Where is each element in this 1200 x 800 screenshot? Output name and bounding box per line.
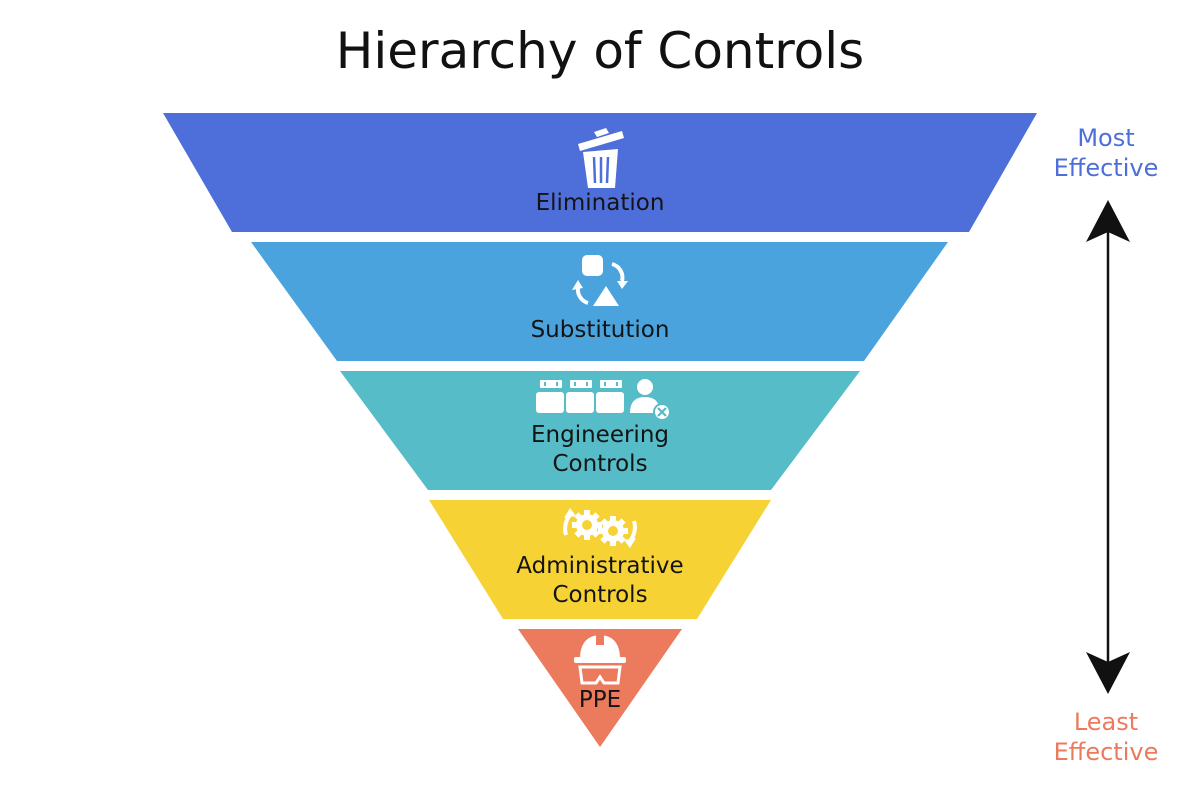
least-effective-label: Least Effective xyxy=(1053,708,1159,766)
hard-hat-goggles-icon xyxy=(574,635,626,685)
level-label-administrative: Administrative Controls xyxy=(516,553,684,608)
diagram-title: Hierarchy of Controls xyxy=(335,22,865,80)
most-effective-label: Most Effective xyxy=(1053,124,1159,182)
level-band-engineering xyxy=(340,371,860,490)
engineering-icon xyxy=(536,379,671,421)
level-band-ppe xyxy=(518,629,682,747)
trash-can-icon xyxy=(578,128,624,188)
gears-icon xyxy=(563,508,637,548)
level-label-engineering: Engineering Controls xyxy=(531,422,669,477)
effectiveness-arrow xyxy=(1086,200,1130,694)
level-label-substitution: Substitution xyxy=(530,317,670,343)
level-label-ppe: PPE xyxy=(578,687,622,713)
level-label-elimination: Elimination xyxy=(535,190,665,216)
level-band-administrative xyxy=(429,500,771,619)
substitution-icon xyxy=(572,255,628,306)
